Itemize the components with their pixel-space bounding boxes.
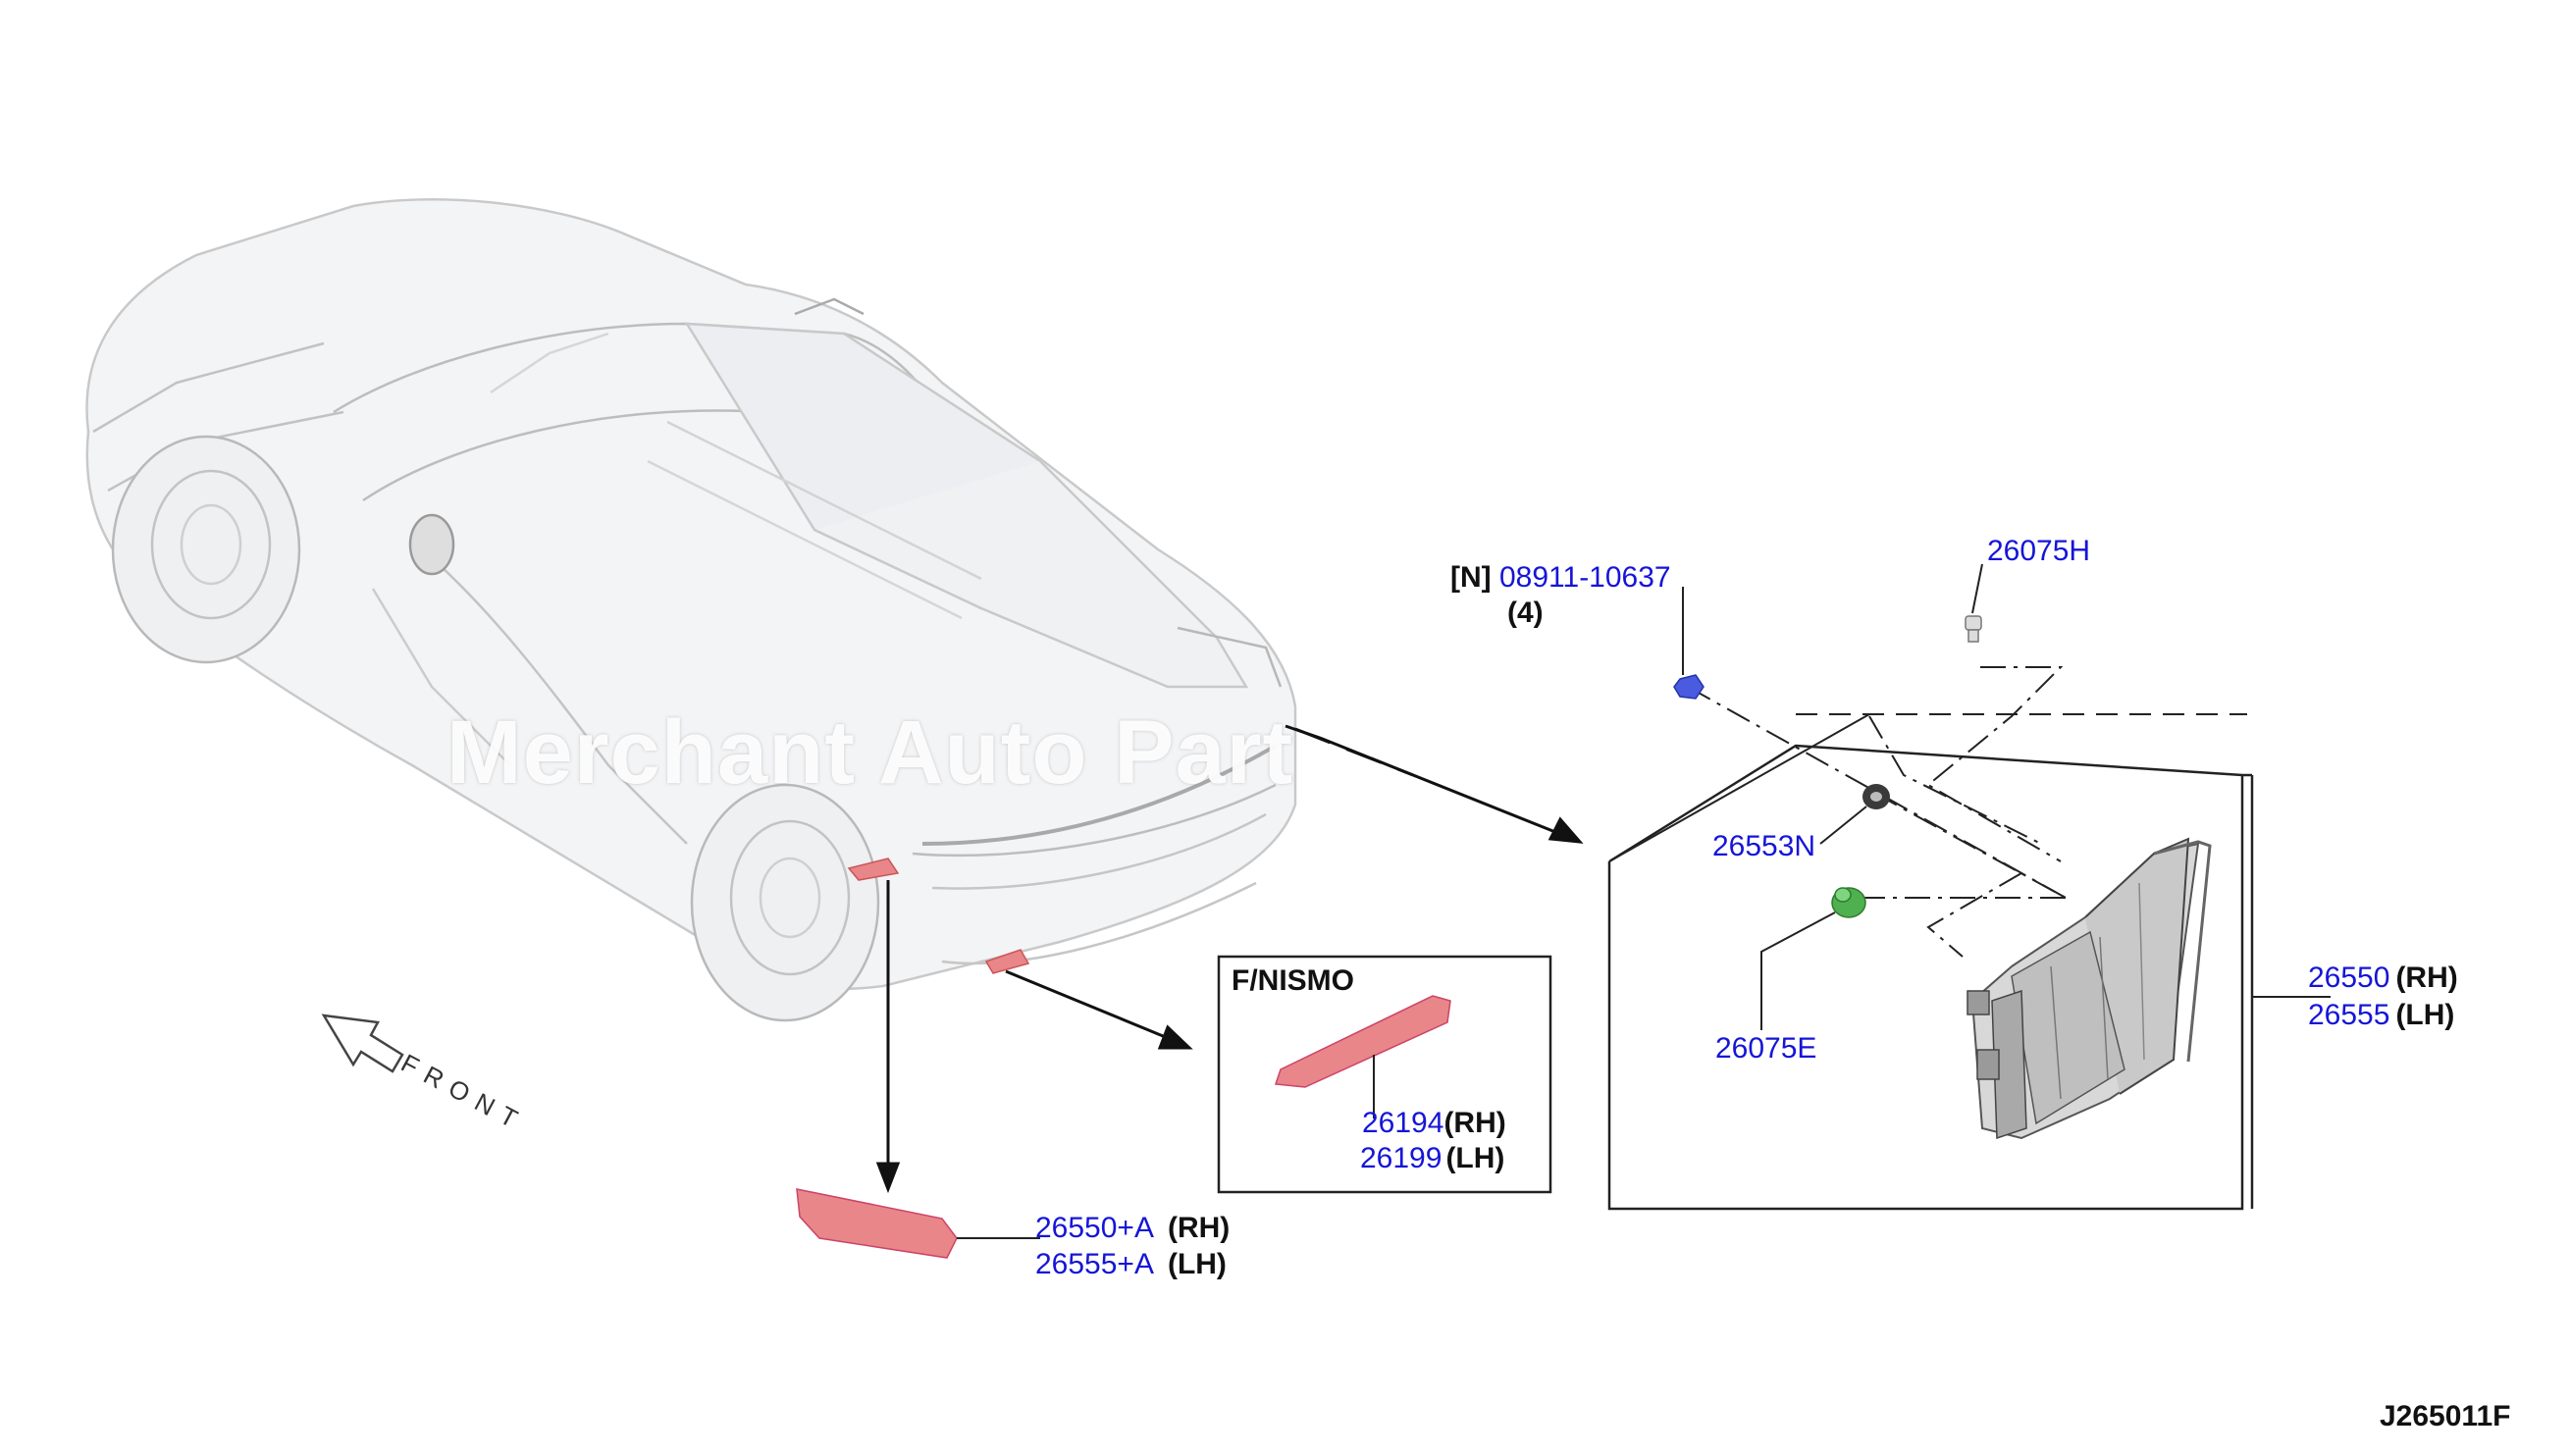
callout-bolt-part[interactable]: 08911-10637 [1499, 561, 1671, 594]
arrow-dash-lead [1294, 727, 1414, 777]
lamp-box-diag [1608, 713, 1870, 862]
callout-reflector-lh-part[interactable]: 26555+A [1035, 1248, 1154, 1280]
front-arrow-icon [321, 1014, 404, 1073]
grommet-leader [1819, 806, 1867, 845]
diagram-id: J265011F [2380, 1400, 2511, 1432]
clip-h-icon [1965, 615, 1982, 643]
grommet-icon [1862, 784, 1890, 809]
callout-nismo-rh: 26194(RH) [1362, 1107, 1506, 1140]
car-reflector-side [847, 858, 900, 881]
callout-lamp-rh: 26550(RH) [2308, 962, 2458, 995]
callout-bolt: [N] 08911-10637 [1450, 561, 1671, 595]
callout-reflector-lh-side: (LH) [1167, 1248, 1227, 1280]
clip-h-leader [1971, 563, 1983, 614]
side-reflector-icon [796, 1188, 958, 1259]
callout-reflector-lh: 26555+A (LH) [1035, 1248, 1227, 1281]
rear-lamp-assembly-icon [1967, 837, 2212, 1140]
callout-nismo-lh-side: (LH) [1445, 1142, 1505, 1174]
callout-reflector-rh-part[interactable]: 26550+A [1035, 1212, 1154, 1244]
callout-clip-h[interactable]: 26075H [1987, 535, 2091, 567]
callout-clip-e[interactable]: 26075E [1715, 1032, 1817, 1065]
nismo-reflector-icon [1274, 995, 1451, 1088]
callout-grommet[interactable]: 26553N [1712, 830, 1816, 862]
callout-nismo-rh-side: (RH) [1443, 1107, 1506, 1139]
callout-lamp-rh-part[interactable]: 26550 [2308, 962, 2390, 994]
callout-nismo-lh-part[interactable]: 26199 [1360, 1142, 1442, 1174]
bolt-icon [1673, 674, 1705, 700]
callout-nismo-lh: 26199(LH) [1360, 1142, 1504, 1175]
car-reflector-nismo [984, 949, 1030, 974]
exploded-leader-lines [1687, 666, 2067, 958]
callout-lamp-lh: 26555(LH) [2308, 999, 2454, 1032]
callout-lamp-lh-part[interactable]: 26555 [2308, 999, 2390, 1031]
callout-reflector-rh-side: (RH) [1167, 1212, 1231, 1244]
callout-bolt-prefix: [N] [1450, 561, 1492, 594]
car-illustration [85, 198, 1297, 1022]
arrow-to-nismo-box [1005, 969, 1193, 1050]
clip-e-icon [1831, 887, 1866, 918]
nismo-inset-frame [1217, 955, 1552, 1194]
watermark-text: Merchant Auto Part [446, 702, 1294, 803]
arrow-to-reflector [875, 880, 901, 1194]
callout-nismo-rh-part[interactable]: 26194 [1362, 1107, 1444, 1139]
callout-reflector-rh: 26550+A (RH) [1035, 1212, 1230, 1245]
callout-lamp-lh-side: (LH) [2395, 999, 2455, 1031]
clip-e-leader [1760, 911, 1836, 1030]
callout-lamp-rh-side: (RH) [2395, 962, 2458, 994]
nismo-inset-title: F/NISMO [1232, 964, 1354, 997]
callout-bolt-qty: (4) [1507, 597, 1544, 629]
lamp-box-frame [1607, 744, 2252, 1211]
